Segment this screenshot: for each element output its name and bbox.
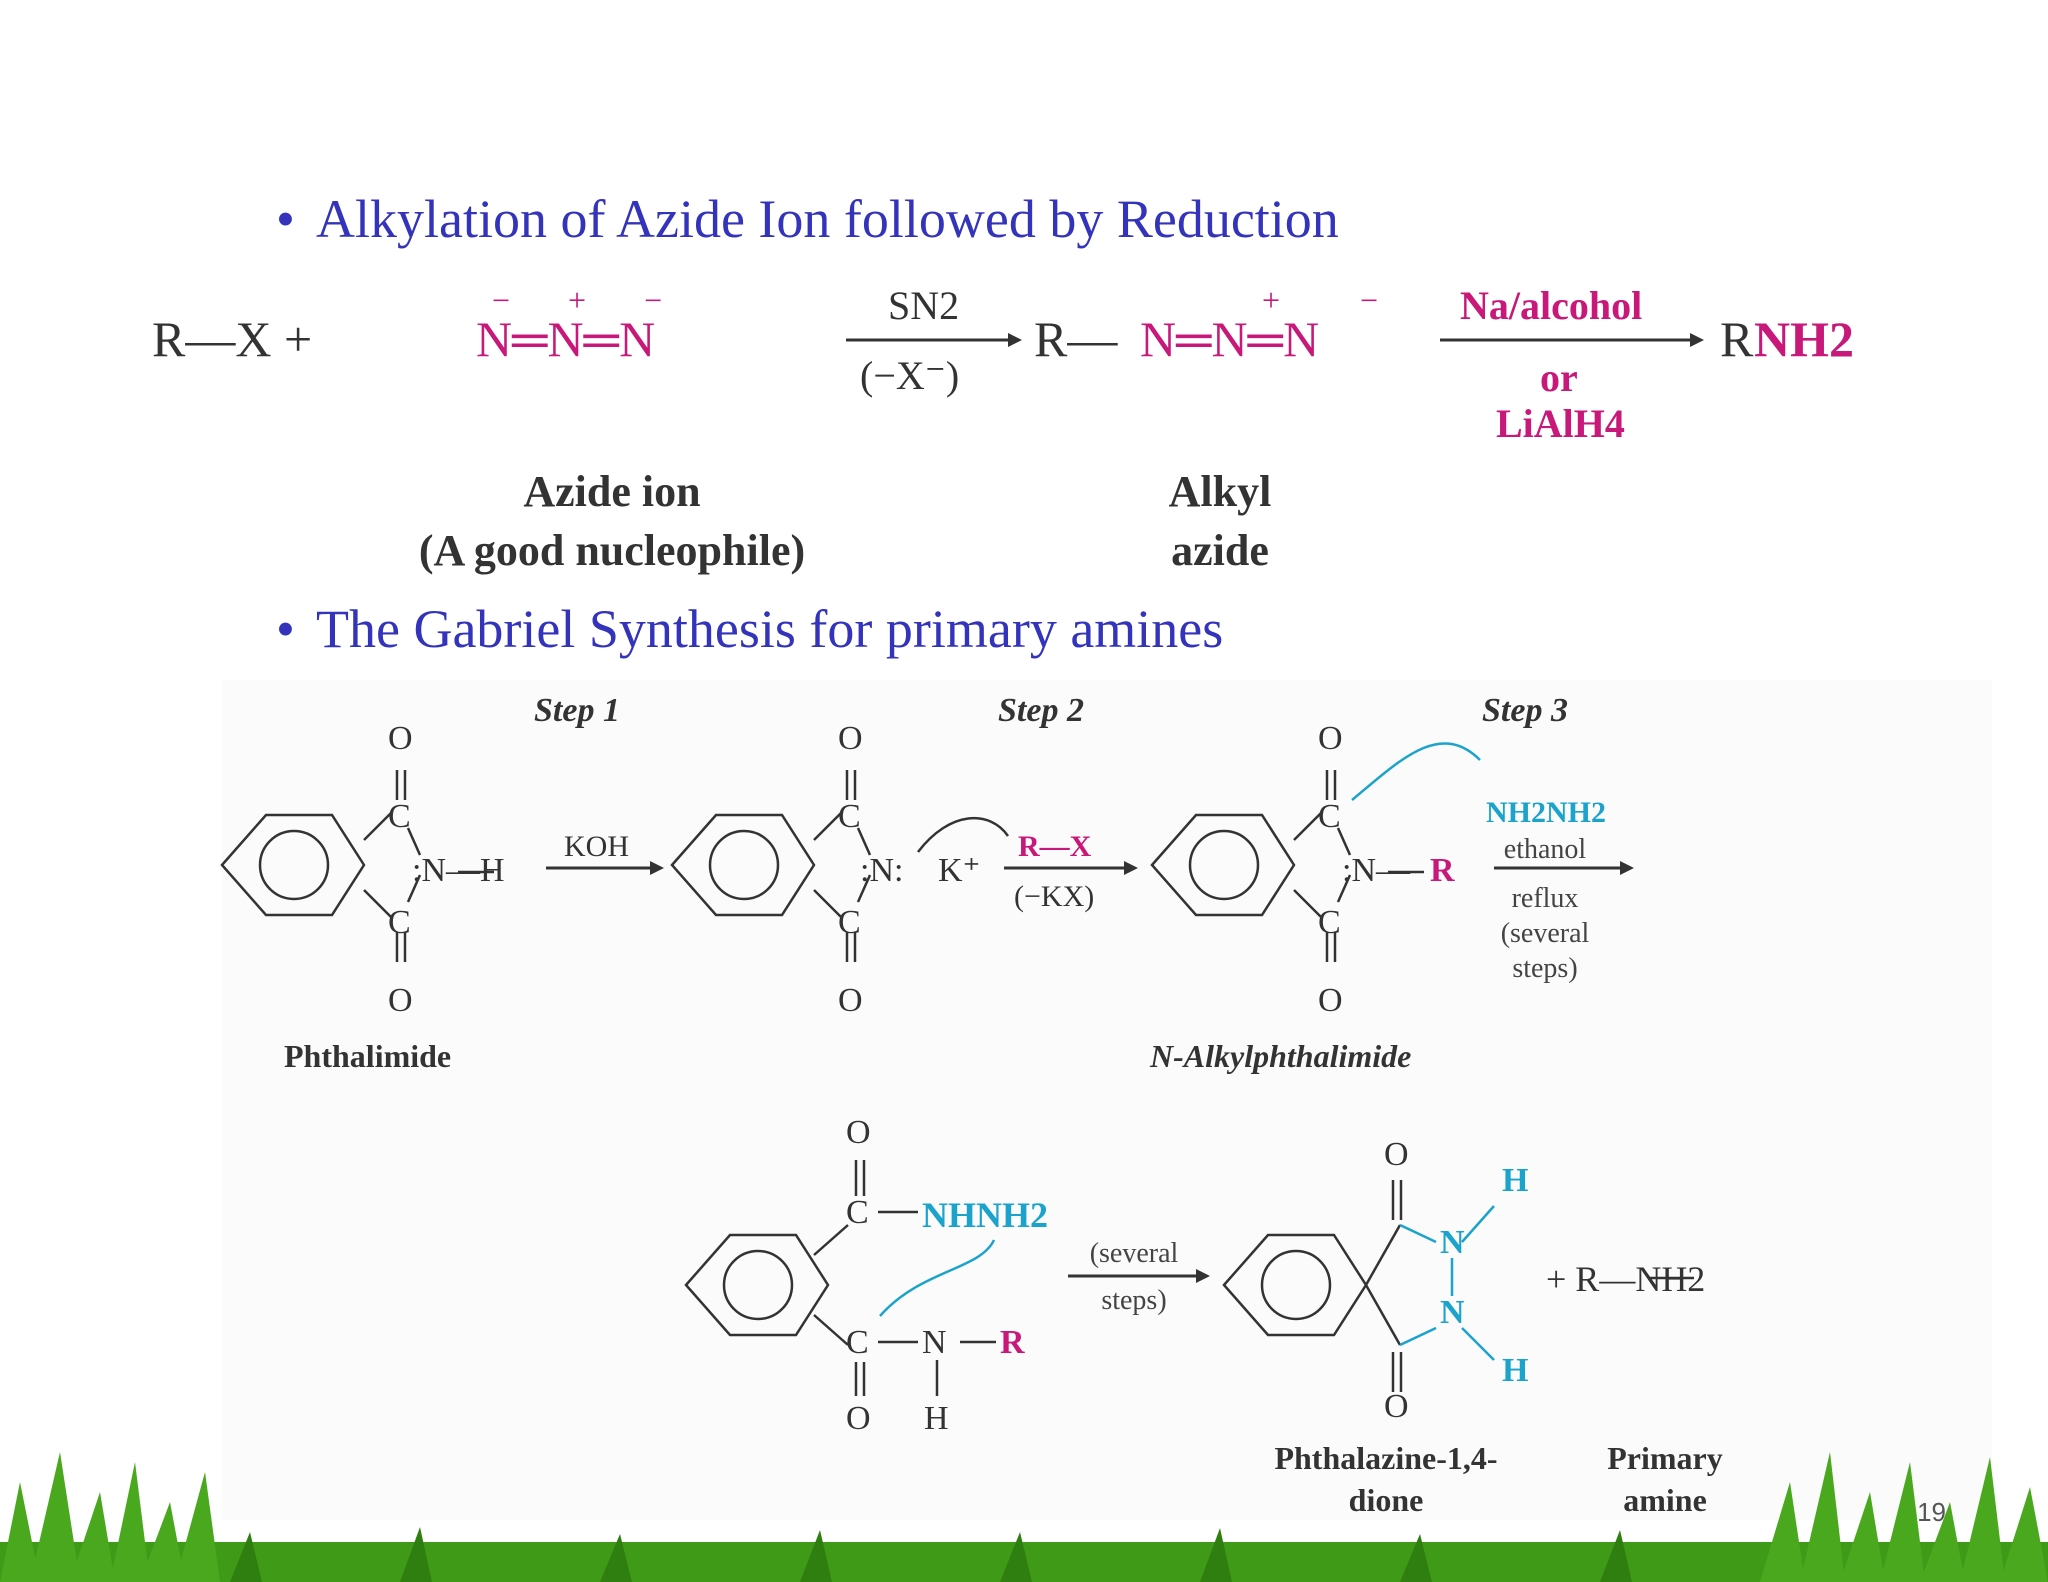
step3-conditions: ethanol reflux (several steps)	[1490, 832, 1600, 986]
alkyl-azide-charges: +−	[1262, 282, 1459, 318]
reagent-or: or	[1540, 355, 1578, 400]
sn2-label: SN2	[888, 283, 960, 328]
page-number: 19	[1917, 1497, 1946, 1527]
label-azide-ion-line1: Azide ion	[523, 467, 701, 516]
steps-label-2: steps)	[1101, 1285, 1167, 1316]
label-dione-line1: Phthalazine-1,4-	[1274, 1440, 1498, 1476]
label-primary-amine: Primary amine	[1590, 1438, 1740, 1521]
bullet-gabriel-text: The Gabriel Synthesis for primary amines	[316, 599, 1224, 659]
amine-r: R	[1720, 311, 1754, 367]
step-1-label: Step 1	[534, 692, 620, 729]
n-alkylphthalimide-structure	[1150, 770, 1424, 962]
label-primary-line2: amine	[1623, 1481, 1707, 1518]
bullet-azide-text: Alkylation of Azide Ion followed by Redu…	[316, 189, 1339, 249]
reflux-label: reflux	[1511, 883, 1579, 914]
arrow-reduction	[1440, 333, 1704, 347]
intermediate-structure	[684, 1160, 996, 1396]
steps-label-1: steps)	[1512, 953, 1578, 984]
grass-decoration	[0, 1452, 2048, 1582]
label-alkyl-azide: Alkyl azide	[1120, 462, 1320, 581]
ethanol-label: ethanol	[1503, 834, 1587, 865]
reagent-na-alcohol: Na/alcohol	[1460, 283, 1643, 328]
rx-label: R—X	[1018, 830, 1092, 863]
bullet-dot: •	[276, 189, 295, 249]
bullet-azide: • Alkylation of Azide Ion followed by Red…	[276, 188, 1339, 250]
reagent-lialh4: LiAlH4	[1496, 401, 1625, 446]
several-steps-2: (several steps)	[1074, 1236, 1194, 1318]
label-azide-ion: Azide ion (A good nucleophile)	[372, 462, 852, 581]
bullet-dot: •	[276, 599, 295, 659]
bullet-gabriel: • The Gabriel Synthesis for primary amine…	[276, 598, 1223, 660]
minus-x-label: (−X⁻)	[860, 353, 960, 398]
several-label-1: (several	[1500, 918, 1590, 949]
phthalimide-structure	[220, 770, 494, 962]
azide-ion-formula: N═N═N	[476, 311, 656, 367]
arrow-sn2	[846, 333, 1022, 347]
label-primary-line1: Primary	[1607, 1440, 1723, 1476]
several-label-2: (several	[1089, 1238, 1179, 1269]
koh-label: KOH	[564, 830, 629, 863]
amine-nh2: NH2	[1754, 311, 1854, 367]
alkyl-azide-formula: N═N═N	[1140, 311, 1320, 367]
potassium-phthalimide-structure	[670, 770, 872, 962]
plus-amine-label: + R—NH2	[1546, 1259, 1706, 1299]
nhnh2-label: NHNH2	[922, 1195, 1048, 1235]
hydrazine-label: NH2NH2	[1486, 796, 1606, 829]
azide-reactant: R—X +	[152, 311, 313, 367]
alkyl-azide-r: R—	[1034, 311, 1118, 367]
label-azide-ion-line2: (A good nucleophile)	[418, 526, 806, 576]
k-plus-label: K⁺	[938, 852, 981, 889]
label-dione-line2: dione	[1348, 1481, 1424, 1518]
gabriel-panel	[222, 680, 1992, 1520]
phthalazinedione-structure	[1222, 1180, 1694, 1392]
label-phthalazinedione: Phthalazine-1,4- dione	[1246, 1438, 1526, 1521]
step-3-label: Step 3	[1482, 692, 1568, 729]
label-alkyl-azide-line1: Alkyl	[1168, 467, 1272, 516]
step-2-label: Step 2	[998, 692, 1084, 729]
azide-ion-charges: −+−	[492, 282, 721, 318]
minus-kx-label: (−KX)	[1014, 880, 1095, 913]
label-alkyl-azide-line2: azide	[1171, 526, 1269, 576]
label-n-alkylphthalimide: N-Alkylphthalimide	[1150, 1038, 1412, 1074]
label-phthalimide: Phthalimide	[284, 1038, 452, 1074]
